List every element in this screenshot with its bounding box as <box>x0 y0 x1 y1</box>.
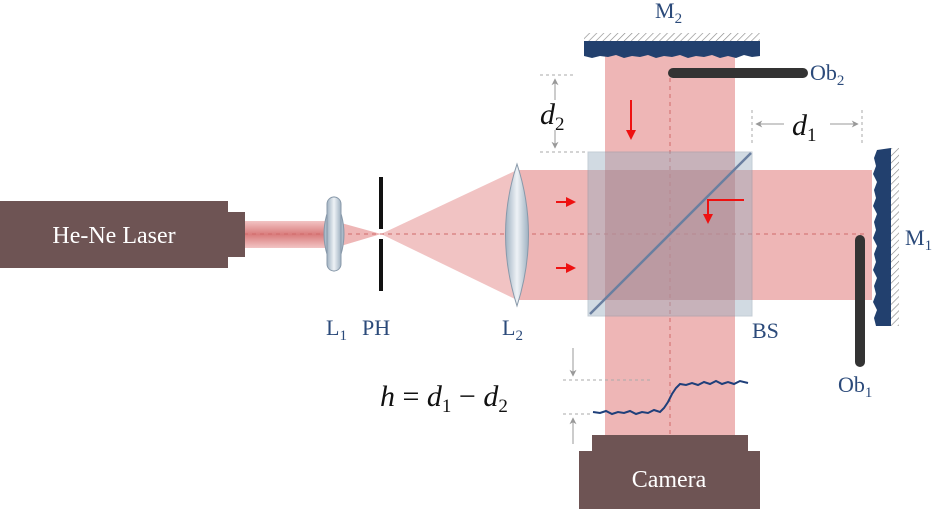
mirror-m1 <box>873 148 891 326</box>
label-l2: L2 <box>502 315 523 344</box>
label-ob1: Ob1 <box>838 372 872 401</box>
mirror-m2-hatch <box>584 33 760 42</box>
label-m1: M1 <box>905 225 932 254</box>
label-ph: PH <box>362 315 390 340</box>
laser-source <box>0 201 245 268</box>
d2-label: d2 <box>540 98 565 135</box>
pinhole-upper <box>379 177 383 229</box>
beam-splitter-diagonal <box>589 152 752 315</box>
camera-label: Camera <box>632 467 707 493</box>
label-ob2: Ob2 <box>810 60 844 89</box>
camera-body <box>579 451 760 509</box>
label-l1: L1 <box>326 315 347 344</box>
arrow-reflected <box>703 199 744 224</box>
laser-beam <box>244 221 334 248</box>
lens-l2 <box>505 162 529 308</box>
mirror-m2 <box>584 41 760 58</box>
label-bs: BS <box>752 318 779 343</box>
h-equation: h = d1 − d2 <box>380 380 508 417</box>
camera-top <box>592 435 748 452</box>
diverging-beam <box>381 170 517 300</box>
pinhole-lower <box>379 239 383 291</box>
label-m2: M2 <box>655 0 682 27</box>
mirror-m1-hatch <box>890 148 899 326</box>
laser-label: He-Ne Laser <box>52 223 175 249</box>
height-profile-trace <box>592 379 749 416</box>
d1-label: d1 <box>792 109 817 146</box>
